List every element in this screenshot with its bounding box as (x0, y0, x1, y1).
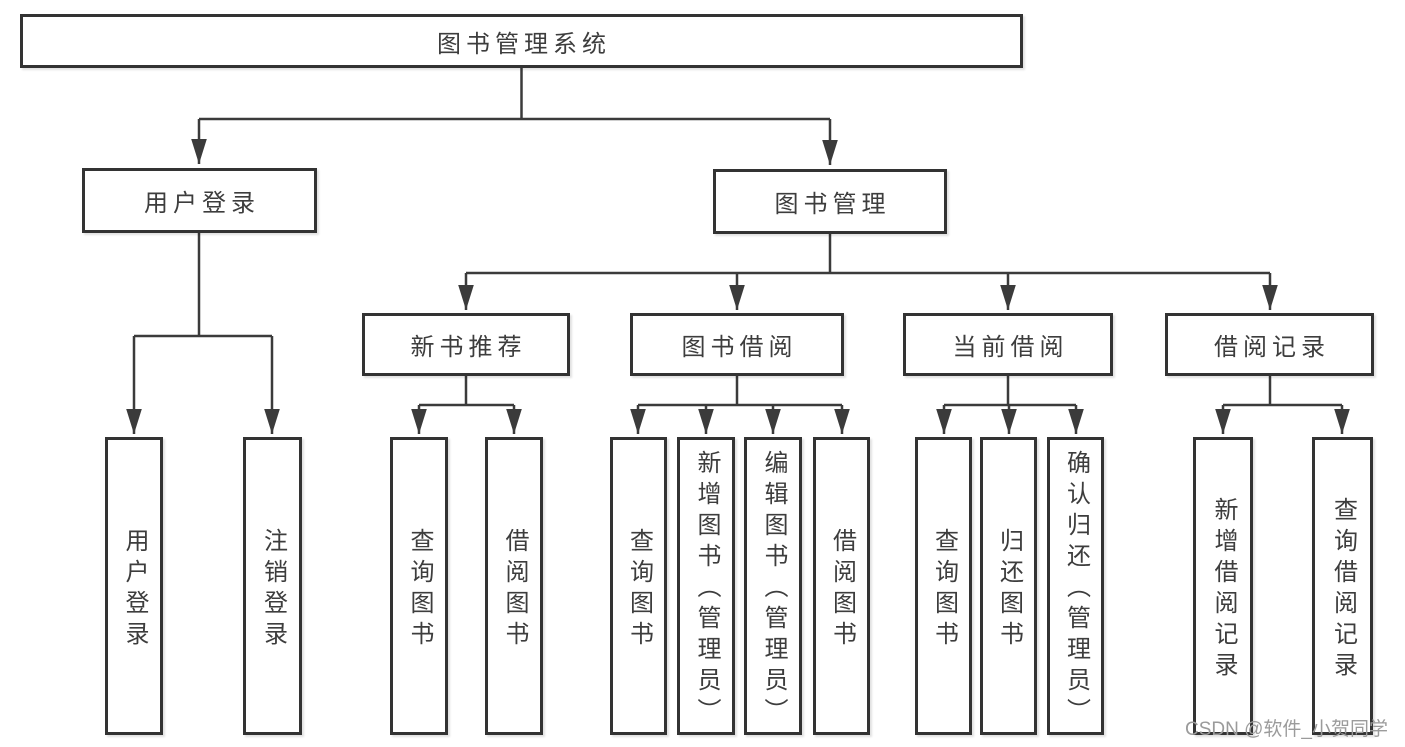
node-user-login: 用户登录 (82, 168, 317, 233)
leaf-query-borrowing-record: 查询借阅记录 (1312, 437, 1373, 735)
node-current-borrowing: 当前借阅 (903, 313, 1113, 376)
leaf-logout-label: 注销登录 (259, 527, 287, 652)
leaf-newrec-borrow-books-label: 借阅图书 (501, 527, 528, 652)
node-book-borrowing: 图书借阅 (630, 313, 844, 376)
leaf-borrowing-borrow-books: 借阅图书 (813, 437, 870, 735)
leaf-user-login: 用户登录 (105, 437, 163, 735)
leaf-borrowing-query-books: 查询图书 (610, 437, 667, 735)
csdn-watermark: CSDN @软件_小贺同学 (1185, 719, 1388, 740)
node-book-management: 图书管理 (713, 169, 947, 234)
node-borrowing-records: 借阅记录 (1165, 313, 1374, 376)
leaf-edit-books-admin: 编辑图书（管理员） (744, 437, 802, 735)
node-new-book-recommendation: 新书推荐 (362, 313, 570, 376)
leaf-newrec-query-books-label: 查询图书 (406, 527, 433, 652)
leaf-current-query-books-label: 查询图书 (930, 527, 958, 652)
leaf-return-books: 归还图书 (980, 437, 1037, 735)
leaf-current-query-books: 查询图书 (915, 437, 972, 735)
leaf-confirm-return-admin: 确认归还（管理员） (1047, 437, 1104, 735)
leaf-borrowing-query-books-label: 查询图书 (625, 527, 653, 652)
leaf-newrec-borrow-books: 借阅图书 (485, 437, 543, 735)
leaf-borrowing-borrow-books-label: 借阅图书 (828, 527, 856, 652)
leaf-query-borrowing-record-label: 查询借阅记录 (1329, 496, 1357, 683)
leaf-add-borrowing-record: 新增借阅记录 (1193, 437, 1253, 735)
leaf-add-borrowing-record-label: 新增借阅记录 (1210, 496, 1237, 683)
leaf-user-login-label: 用户登录 (121, 527, 148, 652)
leaf-logout: 注销登录 (243, 437, 302, 735)
leaf-newrec-query-books: 查询图书 (390, 437, 448, 735)
leaf-add-books-admin-label: 新增图书（管理员） (693, 450, 720, 729)
node-root-library-management-system: 图书管理系统 (20, 14, 1023, 68)
leaf-add-books-admin: 新增图书（管理员） (677, 437, 735, 735)
leaf-return-books-label: 归还图书 (995, 527, 1023, 652)
leaf-confirm-return-admin-label: 确认归还（管理员） (1062, 450, 1090, 729)
leaf-edit-books-admin-label: 编辑图书（管理员） (760, 450, 787, 729)
